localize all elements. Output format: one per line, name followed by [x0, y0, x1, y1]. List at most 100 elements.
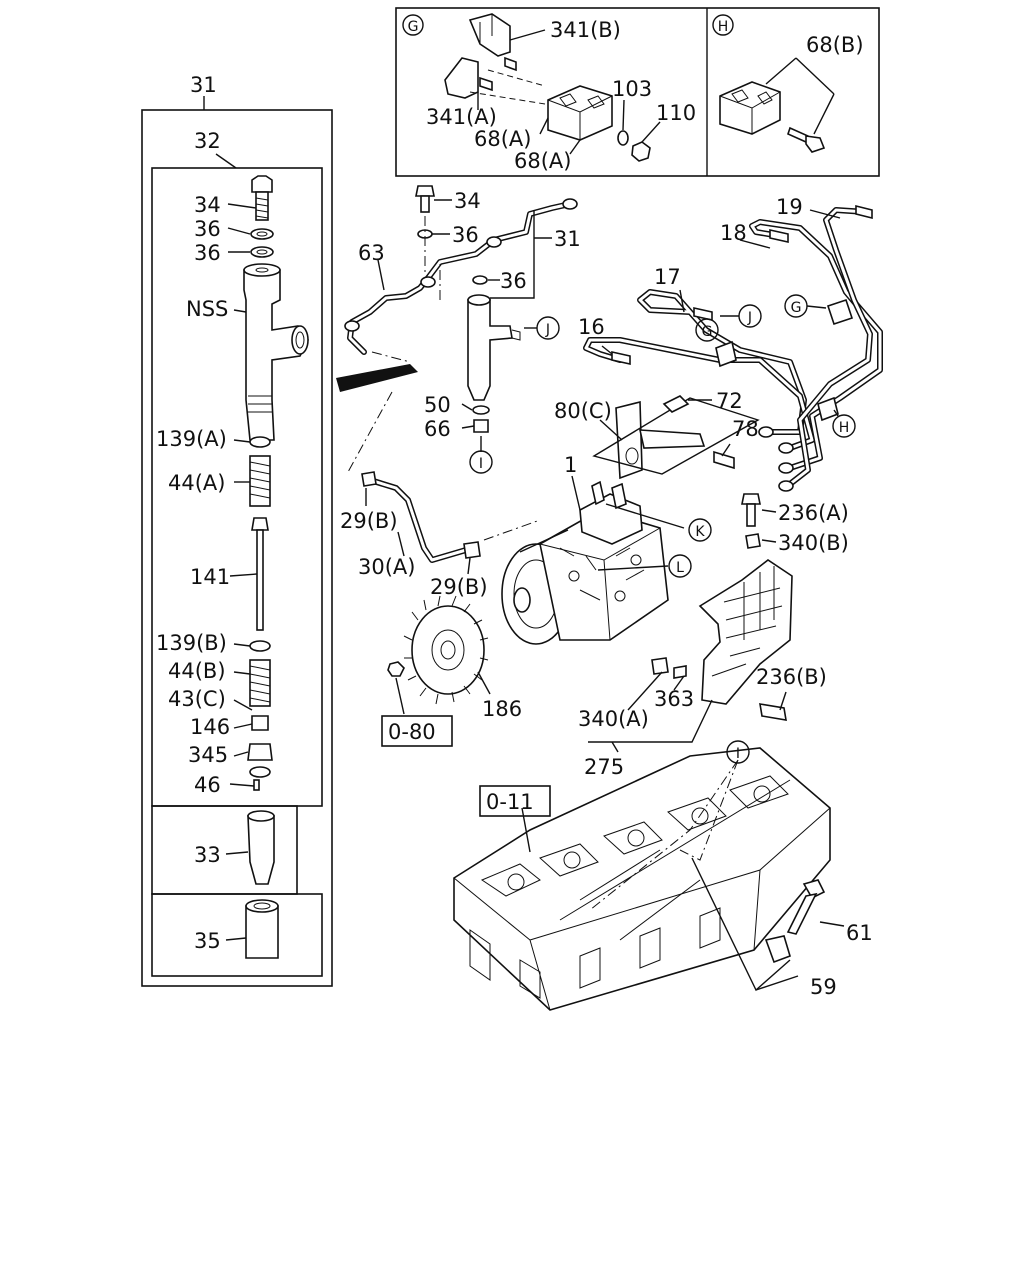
label-68a-1: 68(A) — [474, 127, 531, 151]
label-80c: 80(C) — [554, 399, 612, 423]
label-29b-a: 29(B) — [340, 509, 398, 533]
washer-46 — [249, 766, 271, 778]
marker-g-2: G — [784, 294, 808, 318]
ring-345 — [247, 743, 273, 761]
bracket-80c — [592, 395, 760, 480]
seat-146 — [251, 715, 269, 731]
marker-j-2: J — [738, 304, 762, 328]
svg-text:G: G — [408, 19, 419, 35]
injection-pump — [501, 480, 669, 645]
washer-139b — [249, 640, 271, 652]
return-line — [336, 364, 418, 392]
label-31-assembly: 31 — [190, 73, 217, 97]
label-78: 78 — [732, 417, 759, 441]
injector-body — [243, 263, 309, 441]
bolt-h — [787, 126, 826, 153]
label-32: 32 — [194, 129, 221, 153]
bracket-275 — [651, 559, 793, 721]
label-66: 66 — [424, 417, 451, 441]
spring-44b — [249, 659, 271, 707]
label-18: 18 — [720, 221, 747, 245]
label-33: 33 — [194, 843, 221, 867]
label-36-main-b: 36 — [500, 269, 527, 293]
marker-i-1: I — [469, 450, 493, 474]
label-36-a: 36 — [194, 217, 221, 241]
label-36-main-a: 36 — [452, 223, 479, 247]
label-103: 103 — [612, 77, 652, 101]
label-68a-2: 68(A) — [514, 149, 571, 173]
label-1: 1 — [564, 453, 577, 477]
installed-injector — [467, 294, 521, 433]
label-44b: 44(B) — [168, 659, 226, 683]
cylinder-head — [453, 747, 831, 1011]
svg-text:J: J — [545, 322, 550, 338]
nozzle-33 — [247, 810, 275, 885]
leader-lines — [365, 199, 845, 992]
circle-markers: J G J G H I K L I — [469, 294, 856, 764]
bolt-34 — [251, 175, 273, 221]
label-275: 275 — [584, 755, 624, 779]
label-19: 19 — [776, 195, 803, 219]
push-rod-141 — [251, 517, 269, 631]
label-nss: NSS — [186, 297, 228, 321]
label-44a: 44(A) — [168, 471, 225, 495]
marker-h: H — [832, 414, 856, 438]
label-61: 61 — [846, 921, 873, 945]
label-30a: 30(A) — [358, 555, 415, 579]
svg-text:K: K — [695, 524, 705, 540]
guide-lines — [347, 216, 561, 605]
main-bolt-34 — [415, 185, 488, 285]
label-341a: 341(A) — [426, 105, 497, 129]
marker-i-2: I — [726, 740, 750, 764]
svg-text:G: G — [791, 300, 802, 316]
label-16: 16 — [578, 315, 605, 339]
injector-assembly: 31 32 — [141, 73, 333, 987]
label-72: 72 — [716, 389, 743, 413]
pipe-30a — [361, 471, 481, 563]
svg-text:0-11: 0-11 — [486, 790, 534, 814]
label-29b-b: 29(B) — [430, 575, 488, 599]
gear-186 — [387, 595, 489, 705]
label-31-main: 31 — [554, 227, 581, 251]
marker-j-1: J — [536, 316, 560, 340]
label-186: 186 — [482, 697, 522, 721]
marker-k: K — [688, 518, 712, 542]
label-59: 59 — [810, 975, 837, 999]
label-345: 345 — [188, 743, 228, 767]
svg-text:H: H — [718, 19, 729, 35]
sleeve-35 — [245, 899, 279, 959]
label-236a: 236(A) — [778, 501, 849, 525]
label-63: 63 — [358, 241, 385, 265]
inset-g-marker: G — [402, 14, 424, 36]
label-110: 110 — [656, 101, 696, 125]
marker-g-1: G — [695, 318, 719, 342]
washer-139a — [249, 436, 271, 448]
clamp-block-g — [547, 85, 613, 141]
marker-l: L — [668, 554, 692, 578]
clamp-bracket-b — [468, 13, 517, 72]
label-35: 35 — [194, 929, 221, 953]
ref-box-0-80: 0-80 — [381, 715, 453, 747]
inset-h-marker: H — [712, 14, 734, 36]
clamp-block-h — [719, 81, 781, 135]
svg-text:0-80: 0-80 — [388, 720, 436, 744]
label-43c: 43(C) — [168, 687, 226, 711]
label-341b: 341(B) — [550, 18, 621, 42]
label-340a: 340(A) — [578, 707, 649, 731]
clamp-bracket-a — [444, 57, 493, 99]
label-363: 363 — [654, 687, 694, 711]
svg-text:G: G — [702, 324, 713, 340]
inset-panel: G H — [395, 7, 880, 177]
svg-text:J: J — [747, 310, 752, 326]
label-146: 146 — [190, 715, 230, 739]
main-labels: 34 36 31 36 63 17 18 19 16 80(C) 72 78 5… — [340, 189, 873, 999]
svg-text:H: H — [839, 420, 850, 436]
label-139b: 139(B) — [156, 631, 227, 655]
pin-46 — [253, 779, 260, 791]
label-68b: 68(B) — [806, 33, 864, 57]
svg-text:I: I — [479, 456, 483, 472]
label-46: 46 — [194, 773, 221, 797]
svg-text:I: I — [736, 746, 740, 762]
ref-box-0-11: 0-11 — [479, 785, 551, 817]
